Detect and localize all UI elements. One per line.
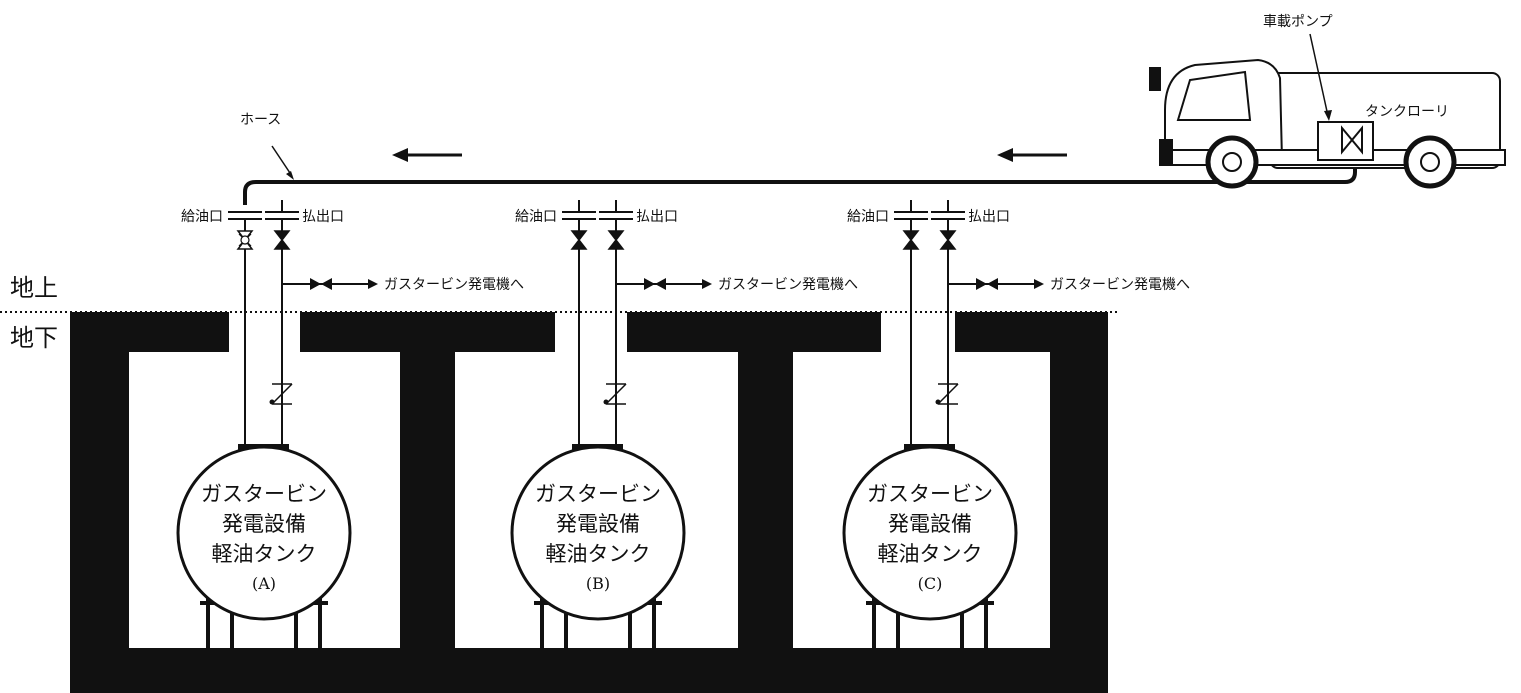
supply-valve-icon-bottom: [902, 238, 920, 250]
tank-id-label: (C): [918, 574, 943, 593]
discharge-valve-icon-top: [273, 230, 291, 242]
generator-arrowhead: [1034, 279, 1044, 289]
tank-label-line1: ガスタービン: [201, 482, 327, 506]
below-ground-label: 地下: [10, 324, 58, 352]
generator-arrowhead: [368, 279, 378, 289]
discharge-valve-icon-top: [607, 230, 625, 242]
tank-body: [842, 445, 1018, 621]
pit-outer-wall: [70, 312, 1108, 693]
tanker-label: タンクローリ: [1365, 104, 1449, 120]
to-generator-label: ガスタービン発電機へ: [384, 277, 524, 293]
generator-valve-right: [321, 278, 332, 290]
pump-label: 車載ポンプ: [1263, 13, 1333, 30]
supply-port-label: 給油口: [847, 209, 889, 225]
lorry-mirror: [1149, 67, 1161, 91]
generator-valve-icon: [644, 278, 666, 290]
generator-valve-right: [987, 278, 998, 290]
tank-label-line1: ガスタービン: [867, 482, 993, 506]
discharge-valve-icon-top: [939, 230, 957, 242]
flow-arrow-left-2: [997, 148, 1067, 162]
check-valve-dot: [935, 399, 941, 405]
lorry-front-bumper: [1159, 139, 1173, 166]
tank-id-label: (A): [252, 574, 276, 593]
discharge-valve-icon: [939, 230, 957, 250]
check-valve-diagonal: [605, 383, 627, 405]
tank-label-line2: 発電設備: [222, 512, 306, 536]
generator-valve-left: [976, 278, 987, 290]
tank-label-line3: 軽油タンク: [546, 542, 651, 566]
generator-valve-icon: [310, 278, 332, 290]
to-generator-label: ガスタービン発電機へ: [718, 277, 858, 293]
supply-port-label: 給油口: [181, 209, 223, 225]
supply-valve-icon: [570, 230, 588, 250]
check-valve-diagonal: [937, 383, 959, 405]
pump-pointer-arrowhead: [1324, 110, 1332, 121]
discharge-port-label: 払出口: [636, 209, 678, 225]
tank-label-line2: 発電設備: [888, 512, 972, 536]
tank-id-label: (B): [586, 574, 610, 593]
check-valve-diagonal: [271, 383, 293, 405]
hose-label: ホース: [240, 112, 281, 128]
supply-valve-icon-top: [570, 230, 588, 242]
tank-body: [510, 445, 686, 621]
check-valve-dot: [603, 399, 609, 405]
generator-arrowhead: [702, 279, 712, 289]
hose-pointer-arrowhead: [286, 171, 294, 180]
discharge-valve-icon-bottom: [273, 238, 291, 250]
generator-valve-icon: [976, 278, 998, 290]
supply-valve-icon-bottom: [570, 238, 588, 250]
pump-pointer-line: [1309, 33, 1329, 117]
generator-valve-left: [644, 278, 655, 290]
tank-label-line1: ガスタービン: [535, 482, 661, 506]
generator-valve-left: [310, 278, 321, 290]
discharge-valve-icon: [607, 230, 625, 250]
discharge-valve-icon-bottom: [607, 238, 625, 250]
lorry-cab-window: [1176, 70, 1252, 121]
discharge-valve-icon-bottom: [939, 238, 957, 250]
tank-label-line3: 軽油タンク: [878, 542, 983, 566]
tank-body: [176, 445, 352, 621]
hose-line: [243, 165, 1357, 205]
to-generator-label: ガスタービン発電機へ: [1050, 277, 1190, 293]
supply-valve-icon: [902, 230, 920, 250]
supply-valve-icon-top: [902, 230, 920, 242]
tank-label-line3: 軽油タンク: [212, 542, 317, 566]
hose-pointer-line: [271, 145, 293, 177]
generator-valve-right: [655, 278, 666, 290]
underground-pit: [70, 312, 1108, 693]
supply-valve-icon: [236, 230, 254, 250]
discharge-port-label: 払出口: [302, 209, 344, 225]
supply-valve-icon-hub: [240, 235, 250, 245]
flow-arrow-left-1: [392, 148, 462, 162]
tank-label-line2: 発電設備: [556, 512, 640, 536]
tank-lorry: [1149, 58, 1506, 189]
discharge-port-label: 払出口: [968, 209, 1010, 225]
supply-port-label: 給油口: [515, 209, 557, 225]
above-ground-label: 地上: [10, 274, 58, 302]
check-valve-dot: [269, 399, 275, 405]
discharge-valve-icon: [273, 230, 291, 250]
pump-valve-icon: [1341, 125, 1363, 155]
